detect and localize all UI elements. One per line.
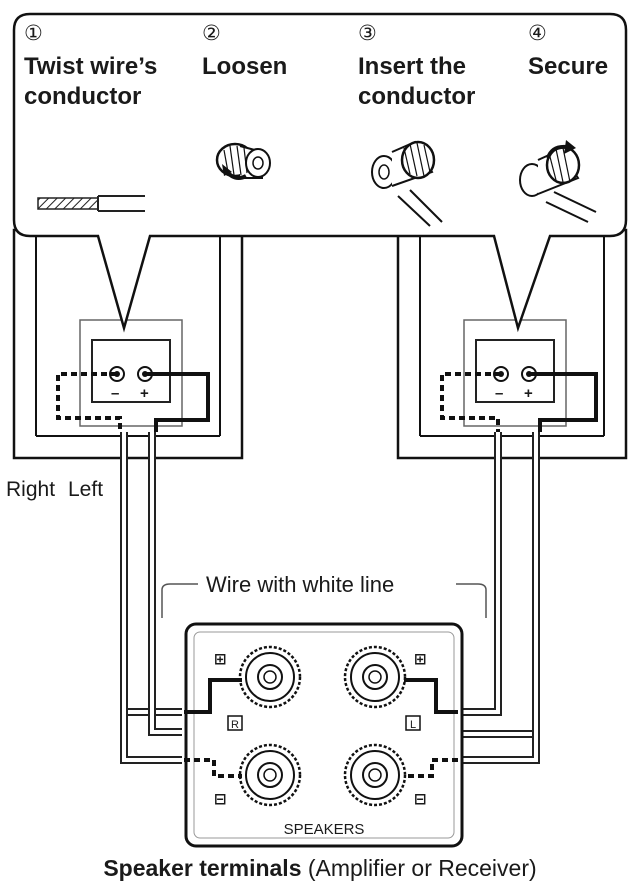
caption-normal: (Amplifier or Receiver) [302, 855, 537, 881]
left-channel-label: Left [68, 478, 103, 501]
right-speaker [396, 228, 628, 460]
svg-text:②: ② [202, 22, 221, 45]
svg-text:④: ④ [528, 22, 547, 45]
left-speaker-cable [120, 432, 182, 764]
loosen-knob-illustration [215, 142, 271, 180]
speaker-terminals-caption: Speaker terminals (Amplifier or Receiver… [103, 855, 536, 881]
plus-symbol-right: ⊞ [414, 651, 427, 668]
insert-conductor-illustration [371, 140, 443, 227]
svg-text:+: + [524, 385, 533, 402]
svg-text:conductor: conductor [24, 83, 141, 110]
svg-text:–: – [495, 385, 503, 402]
svg-text:+: + [140, 385, 149, 402]
amp-terminal-l-plus [343, 645, 407, 709]
svg-text:conductor: conductor [358, 83, 475, 110]
svg-text:①: ① [24, 22, 43, 45]
svg-text:③: ③ [358, 22, 377, 45]
left-channel-mark: L [410, 719, 416, 731]
right-channel-label: Right [6, 478, 55, 501]
svg-text:Secure: Secure [528, 53, 608, 80]
amp-terminal-l-minus [343, 743, 407, 807]
svg-text:Twist wire’s: Twist wire’s [24, 53, 157, 80]
right-speaker-wiring [440, 372, 598, 432]
amp-terminal-r-minus [238, 743, 302, 807]
amplifier-terminal-panel: ⊞ ⊞ ⊟ ⊟ R L SPEAKERS [184, 622, 464, 848]
svg-text:Loosen: Loosen [202, 53, 287, 80]
svg-text:Insert the: Insert the [358, 53, 466, 80]
step-1: ① Twist wire’s conductor [24, 22, 157, 110]
secure-knob-illustration [519, 140, 597, 223]
step-3: ③ Insert the conductor [358, 22, 475, 110]
wire-with-white-line-bracket: Wire with white line [161, 572, 487, 618]
caption-bold: Speaker terminals [103, 855, 301, 881]
plus-symbol-left: ⊞ [214, 651, 227, 668]
amp-terminal-r-plus [238, 645, 302, 709]
wire-with-white-line-label: Wire with white line [206, 572, 394, 597]
minus-symbol-left: ⊟ [214, 791, 227, 808]
left-speaker-wiring [56, 372, 210, 432]
right-channel-mark: R [231, 719, 239, 731]
step-4: ④ Secure [528, 22, 608, 80]
twisted-wire-illustration [37, 195, 145, 212]
speakers-label: SPEAKERS [284, 821, 365, 838]
step-2: ② Loosen [202, 22, 287, 80]
minus-symbol-right: ⊟ [414, 791, 427, 808]
svg-text:–: – [111, 385, 119, 402]
right-speaker-cable [460, 432, 540, 764]
left-speaker-terminals: – + [109, 366, 153, 402]
instruction-callout [12, 12, 628, 333]
